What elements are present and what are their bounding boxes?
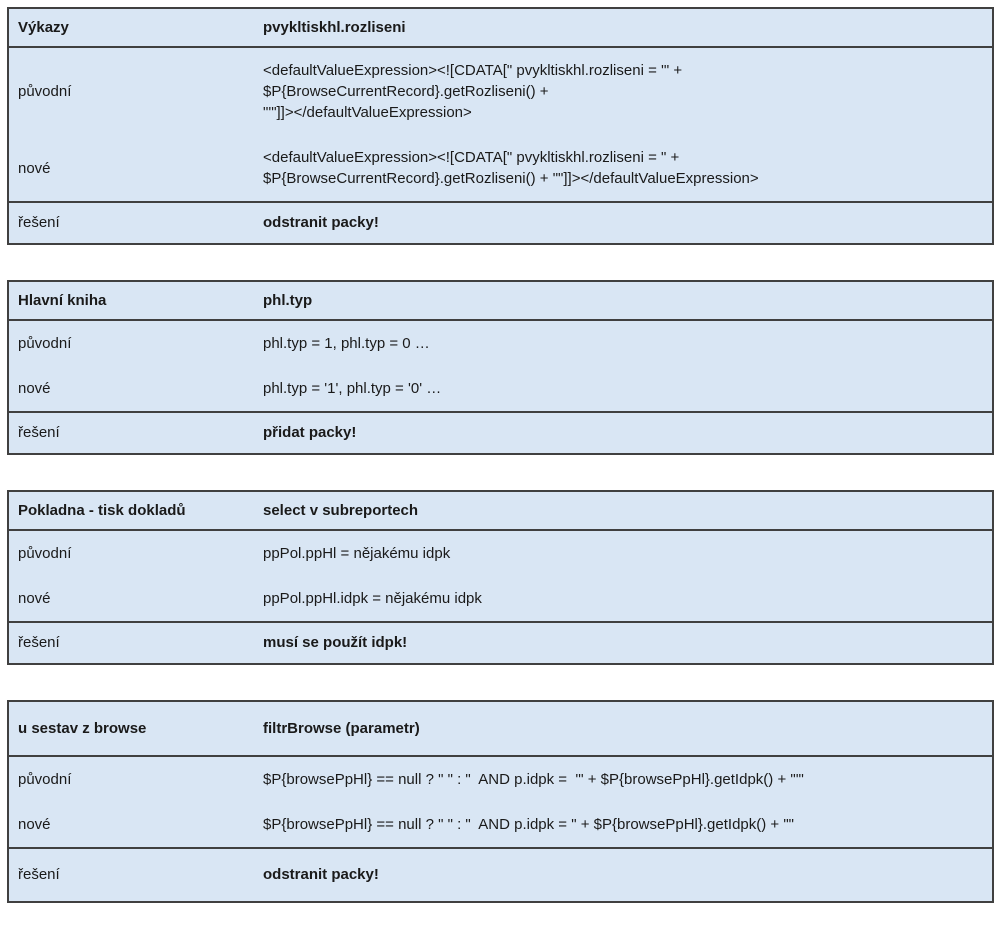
table-title: u sestav z browse — [8, 701, 254, 757]
table-row-new: nové <defaultValueExpression><![CDATA[" … — [8, 135, 993, 202]
table-row-original: původní ppPol.ppHl = nějakému idpk — [8, 530, 993, 576]
solution-value: odstranit packy! — [254, 847, 993, 902]
table-row-original: původní <defaultValueExpression><![CDATA… — [8, 47, 993, 135]
table-pokladna-tisk-dokladu: Pokladna - tisk dokladů select v subrepo… — [7, 490, 994, 665]
table-header-row: Výkazy pvykltiskhl.rozliseni — [8, 8, 993, 48]
table-row-solution: řešení odstranit packy! — [8, 847, 993, 902]
document-page: Výkazy pvykltiskhl.rozliseni původní <de… — [7, 7, 994, 903]
table-title: Pokladna - tisk dokladů — [8, 491, 254, 531]
solution-value: přidat packy! — [254, 411, 993, 454]
table-header-row: Pokladna - tisk dokladů select v subrepo… — [8, 491, 993, 531]
table-row-new: nové ppPol.ppHl.idpk = nějakému idpk — [8, 576, 993, 622]
table-hlavni-kniha: Hlavní kniha phl.typ původní phl.typ = 1… — [7, 280, 994, 455]
table-subject: select v subreportech — [254, 491, 993, 531]
table-title: Výkazy — [8, 8, 254, 48]
solution-label: řešení — [8, 621, 254, 664]
row-value-new: <defaultValueExpression><![CDATA[" pvykl… — [263, 149, 759, 187]
table-row-solution: řešení odstranit packy! — [8, 201, 993, 244]
row-value-original: phl.typ = 1, phl.typ = 0 … — [263, 335, 430, 352]
table-row-original: původní phl.typ = 1, phl.typ = 0 … — [8, 320, 993, 366]
row-value-original: ppPol.ppHl = nějakému idpk — [263, 545, 451, 562]
table-subject: pvykltiskhl.rozliseni — [254, 8, 993, 48]
row-label-original: původní — [18, 335, 72, 352]
table-row-solution: řešení přidat packy! — [8, 411, 993, 454]
solution-value: musí se použít idpk! — [254, 621, 993, 664]
row-label-original: původní — [18, 83, 72, 100]
row-value-new: $P{browsePpHl} == null ? " " : " AND p.i… — [263, 816, 794, 833]
table-row-new: nové $P{browsePpHl} == null ? " " : " AN… — [8, 802, 993, 848]
solution-label: řešení — [8, 201, 254, 244]
solution-value: odstranit packy! — [254, 201, 993, 244]
row-value-original: <defaultValueExpression><![CDATA[" pvykl… — [263, 62, 683, 121]
row-label-new: nové — [18, 159, 51, 177]
row-value-new: phl.typ = '1', phl.typ = '0' … — [263, 380, 442, 397]
table-header-row: Hlavní kniha phl.typ — [8, 281, 993, 321]
row-label-new: nové — [18, 590, 51, 607]
table-title: Hlavní kniha — [8, 281, 254, 321]
row-value-original: $P{browsePpHl} == null ? " " : " AND p.i… — [263, 771, 804, 788]
row-label-new: nové — [18, 380, 51, 397]
row-label-original: původní — [18, 545, 72, 562]
table-row-solution: řešení musí se použít idpk! — [8, 621, 993, 664]
row-label-new: nové — [18, 816, 51, 833]
table-header-row: u sestav z browse filtrBrowse (parametr) — [8, 701, 993, 757]
row-label-original: původní — [18, 771, 72, 788]
table-sestavy-z-browse: u sestav z browse filtrBrowse (parametr)… — [7, 700, 994, 903]
solution-label: řešení — [8, 847, 254, 902]
table-row-new: nové phl.typ = '1', phl.typ = '0' … — [8, 366, 993, 412]
table-vykazy: Výkazy pvykltiskhl.rozliseni původní <de… — [7, 7, 994, 245]
row-value-new: ppPol.ppHl.idpk = nějakému idpk — [263, 590, 482, 607]
solution-label: řešení — [8, 411, 254, 454]
table-subject: filtrBrowse (parametr) — [254, 701, 993, 757]
table-subject: phl.typ — [254, 281, 993, 321]
table-row-original: původní $P{browsePpHl} == null ? " " : "… — [8, 756, 993, 802]
